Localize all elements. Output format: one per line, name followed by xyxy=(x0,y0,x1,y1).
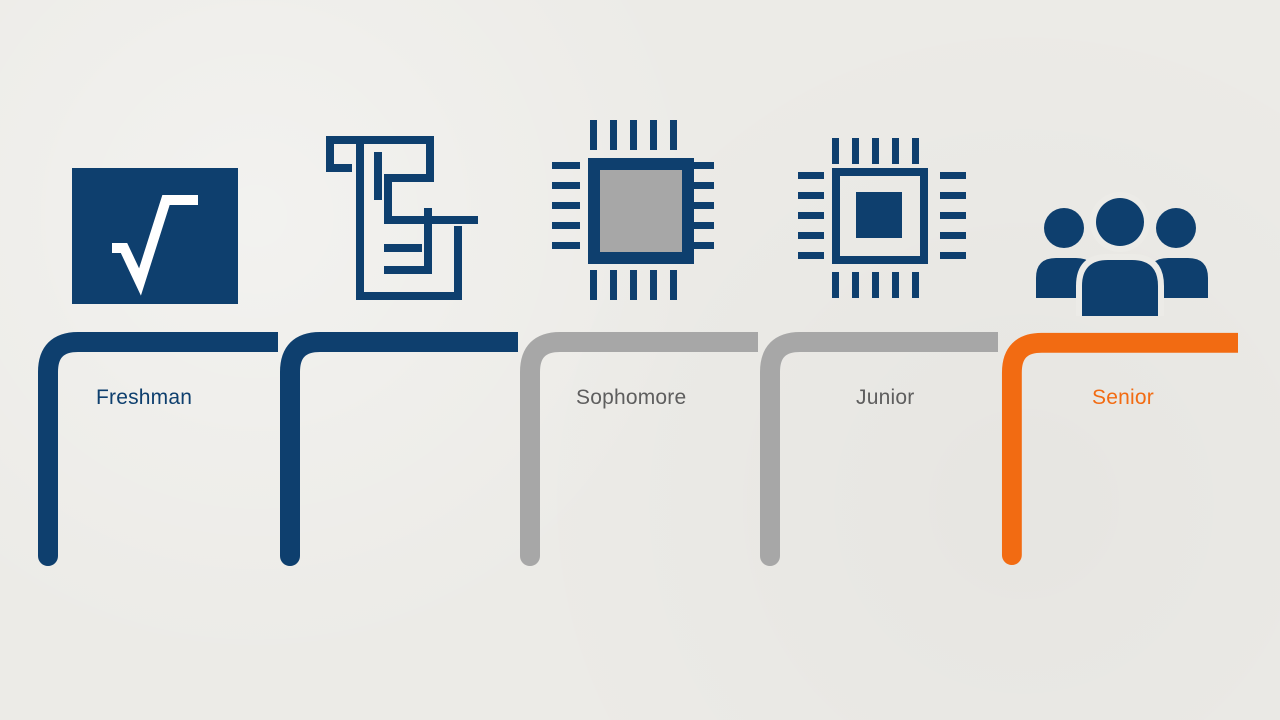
stage-label: Junior xyxy=(856,386,915,409)
stage-label: Sophomore xyxy=(576,386,687,409)
stage-bracket xyxy=(520,332,758,566)
stage-freshman: Freshman xyxy=(38,0,278,720)
stage-bracket xyxy=(38,332,278,566)
cpu-chip-icon xyxy=(758,100,998,330)
circuit-pipes-icon xyxy=(278,100,518,330)
stage-label: Freshman xyxy=(96,386,193,409)
stage-bracket xyxy=(760,332,998,566)
stage-2 xyxy=(278,0,518,720)
stage-senior: Senior xyxy=(998,0,1238,720)
stage-label: Senior xyxy=(1092,386,1154,409)
people-group-icon xyxy=(998,100,1238,330)
stage-bracket xyxy=(1001,332,1238,565)
square-root-icon xyxy=(38,100,278,330)
stage-junior: Junior xyxy=(758,0,998,720)
cpu-chip-gray-core-icon xyxy=(518,100,758,330)
stage-bracket xyxy=(280,332,518,566)
stage-sophomore: Sophomore xyxy=(518,0,758,720)
